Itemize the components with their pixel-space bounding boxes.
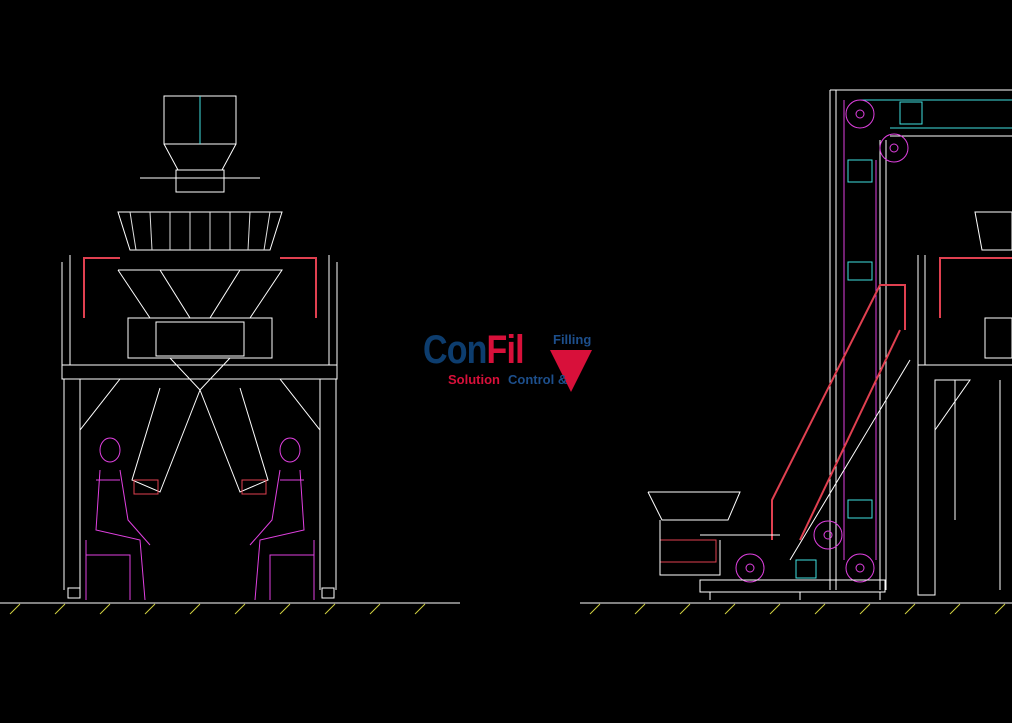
logo-wordmark: ConFil — [423, 328, 525, 372]
hatch-mark — [414, 603, 426, 615]
left-weigher-machine — [61, 95, 338, 599]
hatch-mark — [679, 603, 691, 615]
hatch-mark — [324, 603, 336, 615]
hatch-mark — [144, 603, 156, 615]
confil-logo: ConFil Filling Solution Control & — [420, 326, 600, 396]
hatch-mark — [589, 603, 601, 615]
ground-hatch — [9, 603, 1006, 615]
logo-tag-solution: Solution — [448, 372, 500, 387]
hatch-mark — [369, 603, 381, 615]
seated-operators — [85, 437, 315, 601]
hatch-mark — [859, 603, 871, 615]
logo-triangle-icon — [550, 350, 592, 392]
hatch-mark — [634, 603, 646, 615]
logo-tag-control: Control & — [508, 372, 568, 387]
hatch-mark — [54, 603, 66, 615]
hatch-mark — [724, 603, 736, 615]
hatch-mark — [279, 603, 291, 615]
right-elevator-machine — [647, 89, 1012, 600]
logo-tag-filling: Filling — [553, 332, 592, 347]
hatch-mark — [99, 603, 111, 615]
hatch-mark — [814, 603, 826, 615]
hatch-mark — [994, 603, 1006, 615]
hatch-mark — [904, 603, 916, 615]
hatch-mark — [769, 603, 781, 615]
hatch-mark — [234, 603, 246, 615]
hatch-mark — [949, 603, 961, 615]
hatch-mark — [189, 603, 201, 615]
hatch-mark — [9, 603, 21, 615]
